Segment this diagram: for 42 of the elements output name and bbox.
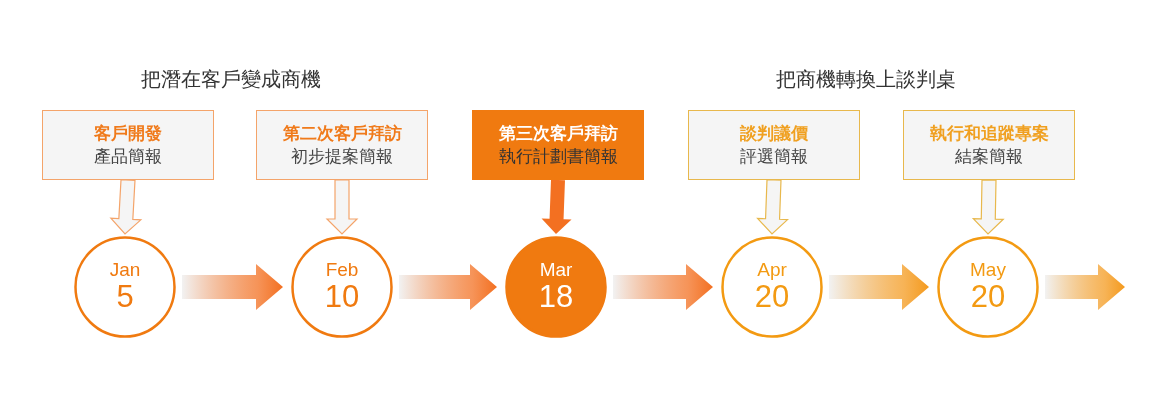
box-title: 客戶開發 [94, 122, 162, 145]
arrow [182, 264, 283, 310]
arrow [971, 179, 1005, 235]
callout-box [256, 110, 428, 180]
box-subtitle: 執行計劃書簡報 [498, 145, 618, 168]
date-circle [721, 236, 823, 338]
box-title: 執行和追蹤專案 [929, 122, 1049, 145]
callout-box [903, 110, 1075, 180]
box-subtitle: 初步提案簡報 [291, 145, 393, 168]
date-circle [505, 236, 607, 338]
arrow [109, 178, 143, 235]
arrow [829, 264, 929, 310]
box-title: 談判議價 [740, 122, 808, 145]
day-text: 5 [116, 281, 134, 314]
box-subtitle: 結案簡報 [955, 145, 1023, 168]
box-subtitle: 產品簡報 [94, 145, 162, 168]
section-heading: 把商機轉換上談判桌 [776, 66, 956, 93]
callout-box [472, 110, 644, 180]
callout-box [688, 110, 860, 180]
arrow [325, 179, 359, 235]
section-heading: 把潛在客戶變成商機 [141, 66, 321, 93]
day-text: 20 [970, 281, 1006, 314]
arrow [541, 179, 572, 234]
date-circle [291, 236, 393, 338]
box-subtitle: 評選簡報 [740, 145, 808, 168]
day-text: 18 [538, 281, 574, 314]
arrow [613, 264, 713, 310]
day-text: 20 [754, 281, 790, 314]
month-text: Mar [539, 260, 573, 282]
date-circle [74, 236, 176, 338]
month-text: Apr [757, 260, 787, 282]
callout-box [42, 110, 214, 180]
month-text: Jan [109, 260, 141, 282]
box-title: 第三次客戶拜訪 [498, 122, 618, 145]
day-text: 10 [324, 281, 360, 314]
month-text: May [970, 260, 1006, 282]
arrow [1045, 264, 1125, 310]
month-text: Feb [325, 260, 359, 282]
date-circle [937, 236, 1039, 338]
box-title: 第二次客戶拜訪 [282, 122, 402, 145]
arrow [399, 264, 497, 310]
arrow [756, 179, 789, 235]
